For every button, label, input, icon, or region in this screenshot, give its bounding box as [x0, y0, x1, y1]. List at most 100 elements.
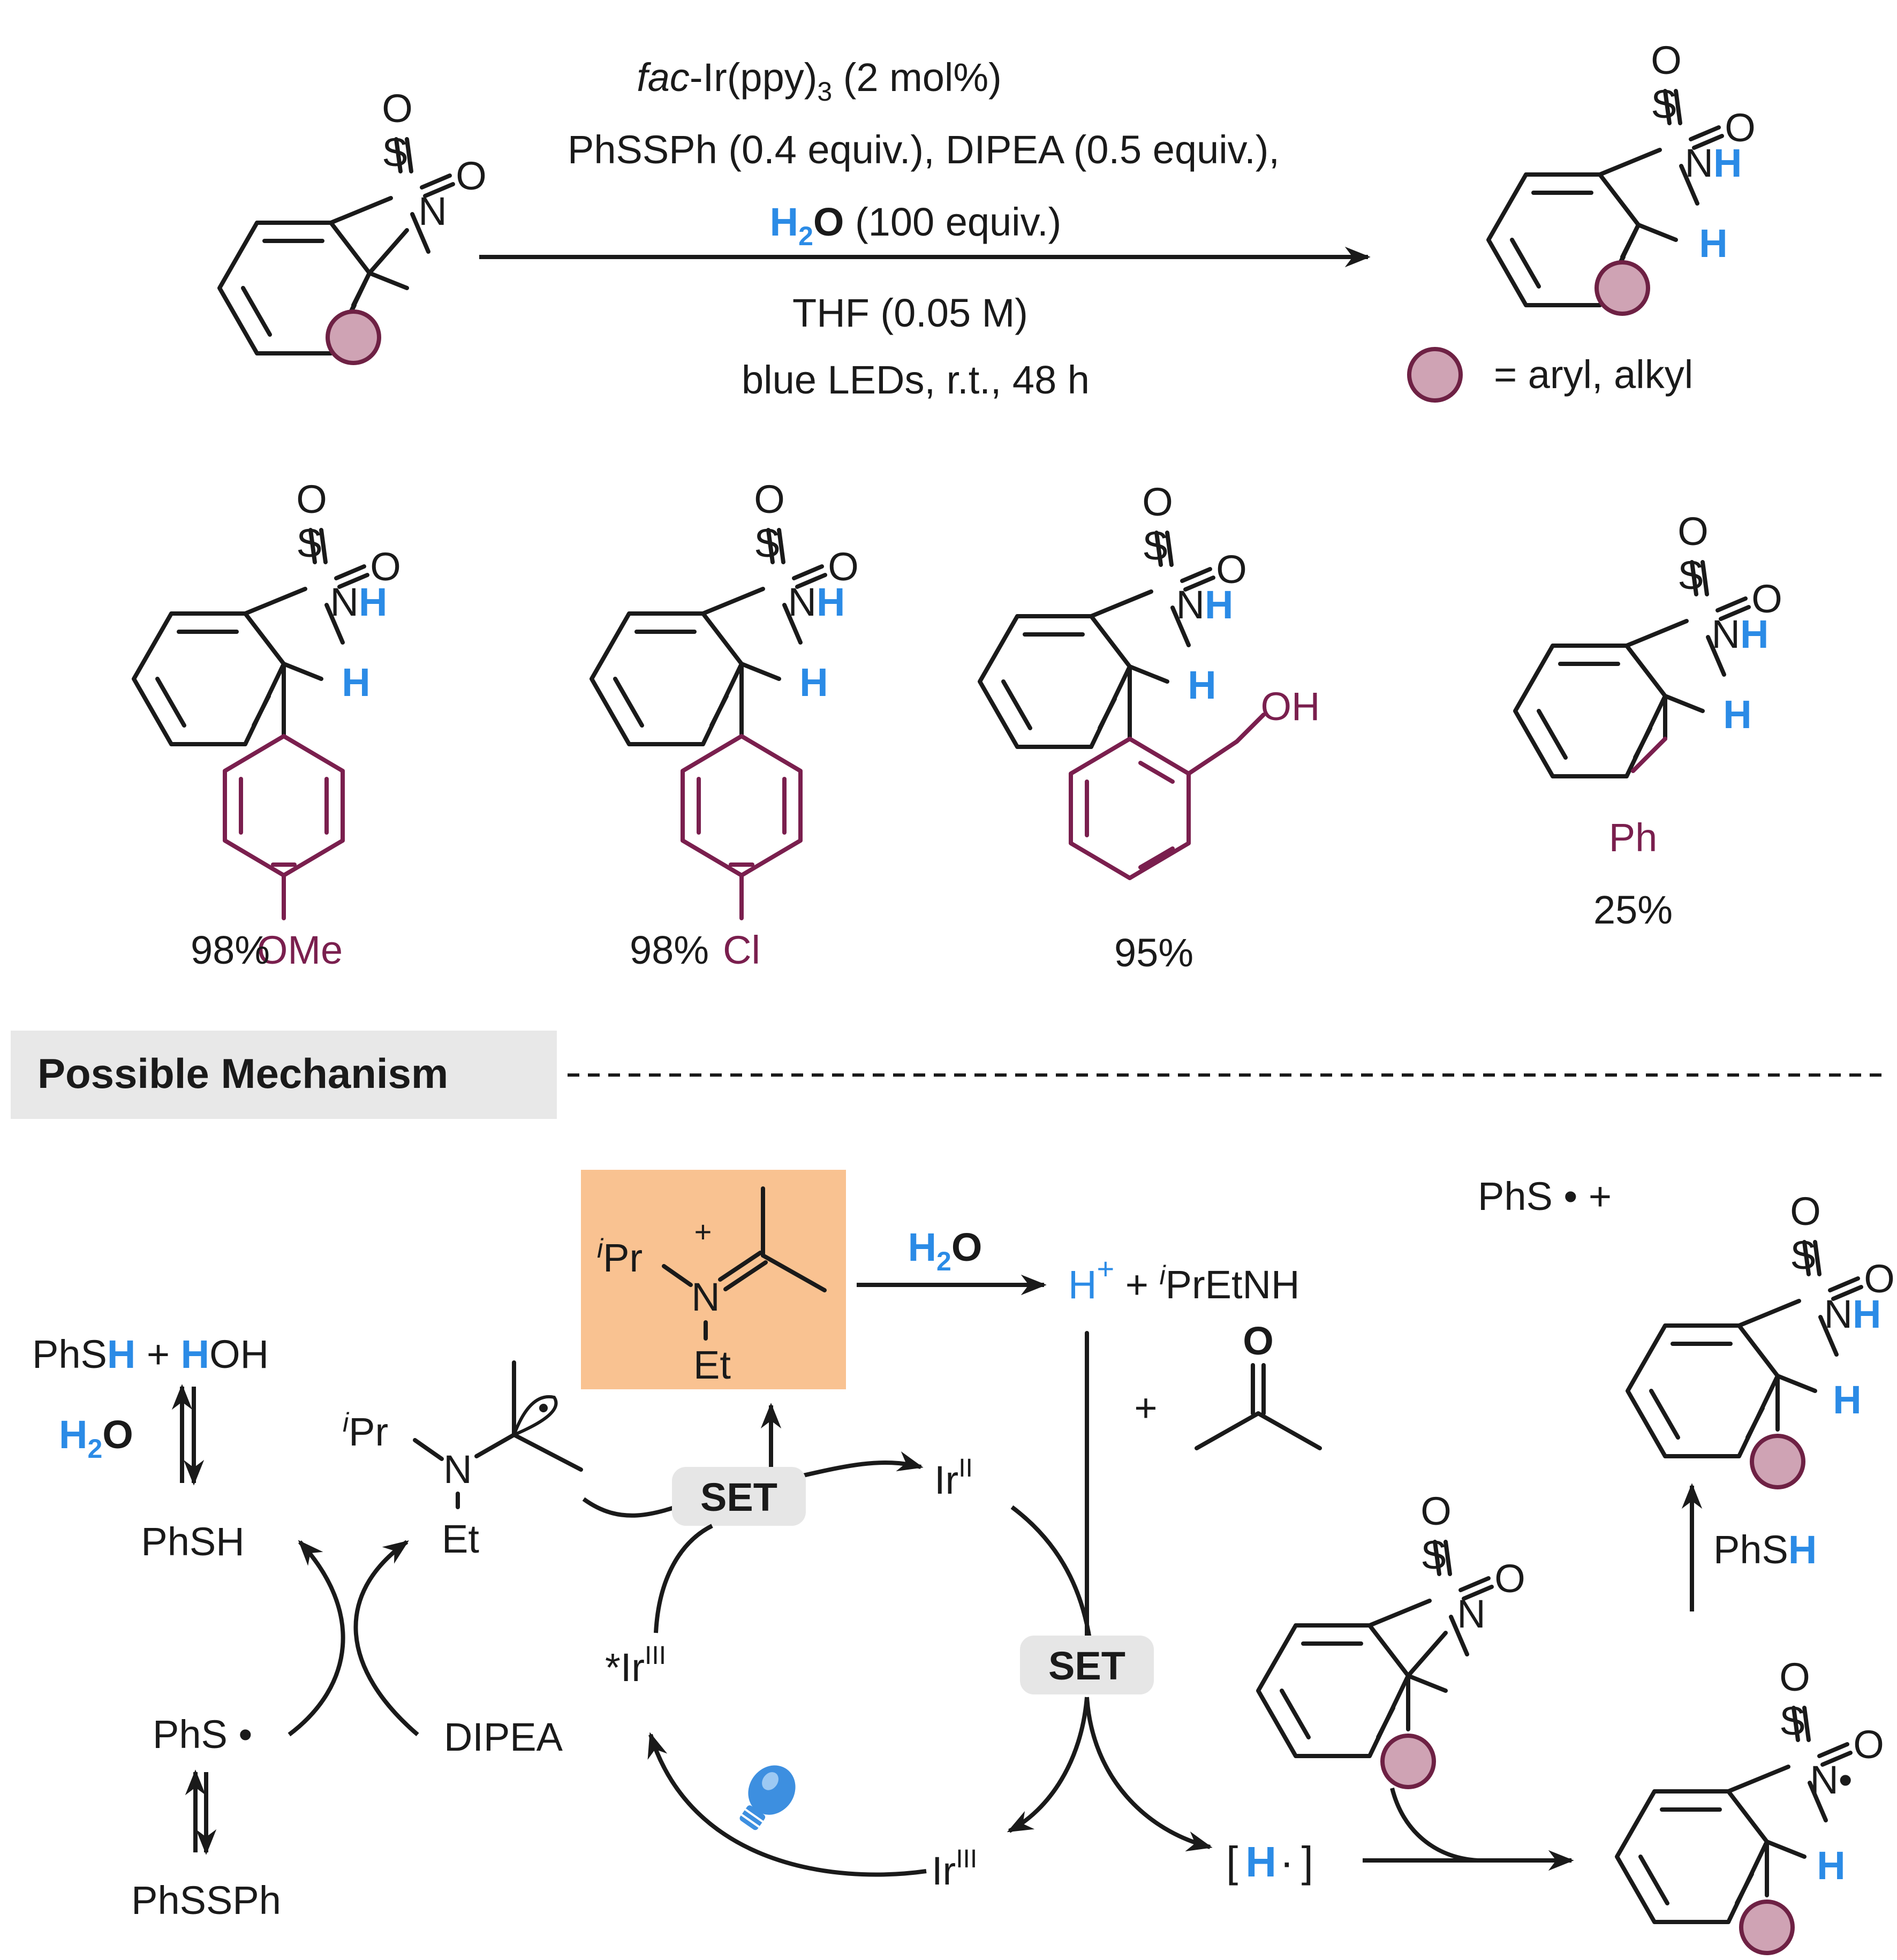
oxygen-label: O [1853, 1722, 1884, 1767]
thiophenol-label: PhSH [1713, 1527, 1817, 1572]
radical-nitrogen: N [443, 1447, 472, 1492]
hat-to-product: PhSH [1681, 1483, 1817, 1611]
hydroxyl-label: OH [1261, 684, 1320, 729]
radical-ethyl: Et [442, 1517, 479, 1561]
substituent-ball-icon [1382, 1736, 1434, 1787]
oxygen-label: O [1677, 509, 1709, 554]
methoxy-label: OMe [257, 928, 343, 972]
new-hydrogen-label: H [1188, 663, 1216, 707]
substituent-bond [1620, 223, 1641, 259]
proton-label: H+ + iPrEtNH [1068, 1252, 1299, 1307]
solvent-text: THF (0.05 M) [792, 291, 1028, 335]
light-conditions-text: blue LEDs, r.t., 48 h [742, 358, 1090, 402]
aryl-ring [1069, 713, 1266, 880]
amine-nh-label: NH [330, 580, 388, 624]
yield-label: 98% [191, 928, 270, 972]
water-label: H2O [59, 1412, 133, 1464]
left-hydrogen-cycle: PhSH + HOH H2O PhSH PhS • PhSSPh DIPEA [32, 1332, 563, 1923]
substrate-join-arc [1390, 1788, 1478, 1863]
thiyl-radical-label: PhS • [153, 1712, 252, 1757]
thiyl-plus-label: PhS • + [1478, 1174, 1612, 1219]
final-product: PhS • + S O O NH H [1478, 1174, 1895, 1487]
new-hydrogen-label: H [342, 660, 370, 705]
cycle-arc [654, 1524, 713, 1633]
radical-orbital-icon [511, 1395, 558, 1438]
oxygen-label: O [1494, 1556, 1525, 1601]
product-mechanism: S O O NH H [1628, 1189, 1895, 1487]
photocatalytic-cycle: SET IrII SET IrIII *IrIII [582, 1403, 1213, 1893]
substituent-ball-icon [1409, 349, 1461, 400]
oxygen-label: O [1142, 480, 1173, 524]
amine-nh-label: NH [788, 580, 845, 624]
oxygen-label: O [1864, 1257, 1895, 1301]
oxygen-label: O [1420, 1489, 1452, 1533]
set-label: SET [1048, 1644, 1125, 1688]
oxygen-label: O [1751, 577, 1782, 621]
alpha-amino-radical: iPr N Et [343, 1360, 583, 1561]
oxygen-label: O [1651, 38, 1682, 82]
yield-label: 98% [630, 928, 709, 972]
oxygen-label: O [754, 477, 785, 521]
mechanism-header: Possible Mechanism [11, 1031, 1885, 1119]
aryl-ring [223, 734, 345, 920]
disulfide-label: PhSSPh [131, 1878, 281, 1923]
amine-nh-label: NH [1712, 612, 1769, 656]
svg-text:O: O [1243, 1319, 1274, 1363]
iminium-nitrogen: N [691, 1275, 720, 1319]
oxygen-label: O [1790, 1189, 1821, 1233]
aryl-ring [681, 734, 803, 920]
oxygen-label: O [1779, 1655, 1810, 1699]
amine-nh-label: NH [1685, 141, 1742, 185]
yield-label: 95% [1114, 930, 1193, 975]
substituent-ball-icon [1741, 1902, 1793, 1953]
example-3: S O O NH H OH 95% [980, 480, 1320, 975]
sulfur-label: S [382, 130, 408, 175]
example-2: S O O NH H Cl 98% [592, 477, 859, 972]
substituent-ball-icon [1752, 1436, 1803, 1487]
ir-ii-label: IrII [934, 1454, 973, 1502]
starting-material: S O O N [220, 86, 487, 363]
substituent-ball-icon [328, 312, 379, 363]
acetone: O [1195, 1319, 1322, 1450]
imine-double-bond [367, 228, 409, 275]
oxygen-label: O [296, 477, 327, 521]
sulfur-label: S [754, 521, 780, 565]
amine-nh-label: NH [1176, 582, 1234, 627]
nitrogen-radical-label: N• [1810, 1758, 1852, 1802]
sulfur-label: S [1420, 1533, 1447, 1577]
oxygen-label: O [828, 544, 859, 589]
new-hydrogen-label: H [799, 660, 828, 705]
radical-ipr: iPr [343, 1407, 388, 1454]
phenyl-label: Ph [1609, 815, 1658, 860]
set-label: SET [700, 1475, 777, 1519]
oxygen-label: O [382, 86, 413, 131]
nitrogen-label: N [1457, 1592, 1485, 1636]
iminium-ipr: iPr [597, 1233, 643, 1280]
sulfur-label: S [1790, 1233, 1816, 1277]
iminium-ethyl: Et [693, 1343, 731, 1387]
hat-arrow [353, 1540, 419, 1737]
substituent-ball-icon [1597, 262, 1648, 314]
substrate-mechanism: S O O N [1258, 1489, 1525, 1787]
hydrogen-atom-arrow [1085, 1697, 1213, 1852]
iminium-charge: + [694, 1215, 712, 1248]
dipea-label: DIPEA [444, 1715, 563, 1759]
yield-label: 25% [1593, 888, 1673, 932]
plus-sign: + [1134, 1386, 1157, 1430]
substituent-bond [351, 271, 372, 307]
oxygen-label: O [1216, 547, 1247, 592]
catalyst-text: fac-Ir(ppy)3 (2 mol%) [637, 55, 1002, 107]
amine-nh-label: NH [1824, 1292, 1881, 1336]
legend-text: = aryl, alkyl [1494, 352, 1693, 397]
thiophenol-label: PhSH [141, 1519, 244, 1564]
sulfur-label: S [1779, 1699, 1805, 1743]
hydrolysis-step: H2O H+ + iPrEtNH + O [857, 1225, 1322, 1662]
oxygen-label: O [370, 544, 401, 589]
new-hydrogen-label: H [1723, 692, 1751, 737]
substituent-legend: = aryl, alkyl [1409, 349, 1693, 400]
oxygen-label: O [456, 154, 487, 198]
conditions: fac-Ir(ppy)3 (2 mol%) PhSSPh (0.4 equiv.… [479, 55, 1371, 402]
iminium-box: iPr + N Et [581, 1170, 846, 1389]
light-bulb-icon [739, 1765, 796, 1830]
